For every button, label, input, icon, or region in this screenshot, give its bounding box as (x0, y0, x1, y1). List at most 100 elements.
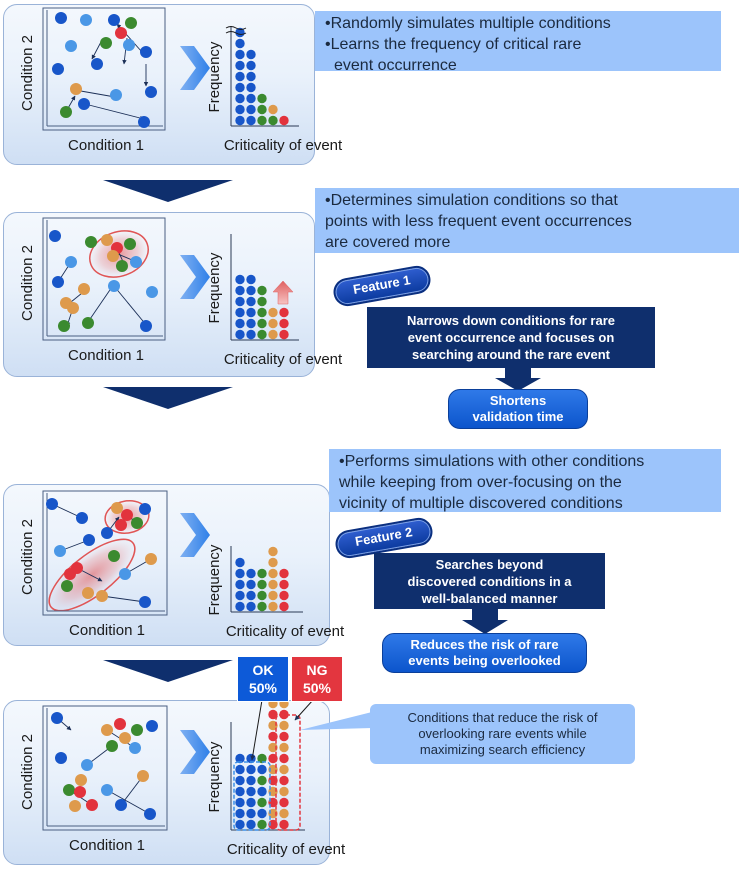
x-axis-label: Condition 1 (69, 837, 145, 854)
stage-1-panel (3, 4, 315, 165)
condition-point (116, 260, 128, 272)
frequency-dot (235, 82, 245, 93)
condition-point (52, 63, 64, 75)
frequency-dot (246, 601, 256, 612)
frequency-dot (279, 601, 289, 612)
frequency-dot (268, 568, 278, 579)
down-flow-arrow (103, 180, 233, 202)
ok-value: 50% (248, 680, 278, 696)
ok-badge: OK 50% (237, 656, 289, 702)
condition-point (86, 799, 98, 811)
frequency-dot (235, 71, 245, 82)
feature-1-result: Shortens validation time (448, 389, 588, 429)
frequency-dot (268, 579, 278, 590)
frequency-dot (246, 318, 256, 329)
frequency-dot (235, 60, 245, 71)
frequency-dot (246, 579, 256, 590)
frequency-dot (246, 797, 256, 808)
frequency-dot (268, 329, 278, 340)
frequency-dot (235, 104, 245, 115)
frequency-dot (257, 296, 267, 307)
feature-1-arrow (495, 368, 541, 391)
down-flow-arrow (103, 387, 233, 409)
condition-point (110, 89, 122, 101)
step-chevron (180, 46, 210, 90)
frequency-dot (257, 93, 267, 104)
frequency-dot (268, 104, 278, 115)
ng-pointer (294, 699, 314, 721)
frequency-dot (246, 115, 256, 126)
frequency-dot (235, 764, 245, 775)
condition-point (145, 553, 157, 565)
condition-point (130, 256, 142, 268)
result-line: Reduces the risk of rare (410, 637, 559, 652)
frequency-dot (235, 329, 245, 340)
stage-3-description: •Performs simulations with other conditi… (329, 449, 721, 512)
plot-frame (42, 490, 168, 616)
frequency-dot (257, 579, 267, 590)
x-axis-label: Criticality of event (226, 623, 345, 640)
frequency-dot (235, 753, 245, 764)
desc-line: •Learns the frequency of critical rare (325, 36, 582, 53)
frequency-dot (257, 753, 267, 764)
frequency-dot (235, 274, 245, 285)
frequency-dot (235, 285, 245, 296)
condition-point (140, 46, 152, 58)
condition-point (123, 39, 135, 51)
condition-point (82, 317, 94, 329)
frequency-dot (257, 775, 267, 786)
rare-event-highlight (89, 230, 149, 278)
feature-2-result: Reduces the risk of rare events being ov… (382, 633, 587, 673)
frequency-dot (246, 296, 256, 307)
condition-point (85, 236, 97, 248)
y-axis-label: Condition 2 (19, 734, 36, 810)
plot-frame (42, 705, 168, 831)
detail-line: discovered conditions in a (407, 573, 572, 589)
condition-point (71, 562, 83, 574)
ok-region (233, 761, 271, 831)
detail-line: Narrows down conditions for rare (406, 313, 616, 328)
frequency-dot (279, 808, 289, 819)
condition-point (96, 590, 108, 602)
ng-badge: NG 50% (291, 656, 343, 702)
frequency-dot (246, 71, 256, 82)
condition-point (49, 230, 61, 242)
condition-point (78, 98, 90, 110)
frequency-dot (235, 568, 245, 579)
desc-line: while keeping from over-focusing on the (339, 474, 622, 491)
condition-point (124, 238, 136, 250)
frequency-dot (235, 296, 245, 307)
condition-point (129, 742, 141, 754)
down-flow-arrow (103, 660, 233, 682)
condition-point (146, 286, 158, 298)
condition-point (139, 596, 151, 608)
condition-point (108, 14, 120, 26)
condition-point (55, 12, 67, 24)
condition-point (60, 106, 72, 118)
condition-point (101, 527, 113, 539)
step-chevron (180, 730, 210, 774)
condition-point (65, 256, 77, 268)
frequency-dot (246, 568, 256, 579)
condition-point (54, 545, 66, 557)
condition-point (61, 580, 73, 592)
frequency-dot (246, 786, 256, 797)
condition-point (100, 37, 112, 49)
condition-point (75, 774, 87, 786)
desc-line: points with less frequent event occurren… (325, 213, 632, 230)
condition-point (139, 503, 151, 515)
frequency-dot (279, 731, 289, 742)
condition-point (121, 509, 133, 521)
frequency-dot (257, 819, 267, 830)
condition-point (101, 784, 113, 796)
search-path-arrow (113, 285, 148, 327)
condition-point (51, 712, 63, 724)
frequency-dot (268, 557, 278, 568)
condition-point (119, 732, 131, 744)
frequency-dot (268, 590, 278, 601)
frequency-dot (257, 115, 267, 126)
condition-point (115, 519, 127, 531)
result-line: validation time (472, 409, 564, 424)
stage-2-description: •Determines simulation conditions so tha… (315, 188, 739, 253)
